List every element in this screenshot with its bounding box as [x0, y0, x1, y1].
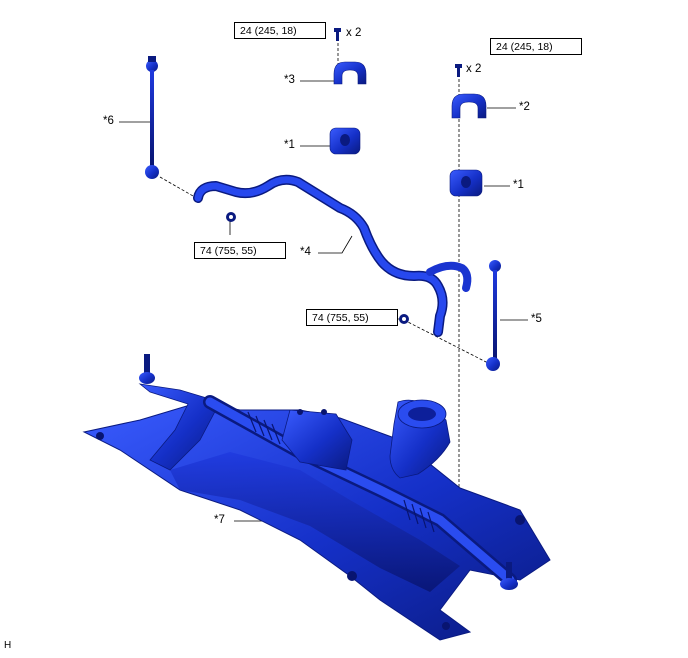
callout-label: *3	[284, 74, 295, 86]
torque-spec-label: 74 (755, 55)	[306, 309, 398, 326]
bolt-icon	[455, 64, 462, 77]
callout-label: *1	[513, 179, 524, 191]
stabilizer-link-left-icon	[145, 56, 159, 179]
bolt-quantity-label: x 2	[466, 63, 482, 75]
bolt-quantity-label: x 2	[346, 27, 362, 39]
torque-spec-label: 24 (245, 18)	[490, 38, 582, 55]
stabilizer-bracket-icon	[333, 61, 367, 85]
bolt-icon	[334, 28, 341, 41]
nut-icon	[399, 314, 409, 324]
callout-label: *2	[519, 101, 530, 113]
stabilizer-link-right-icon	[486, 260, 501, 371]
stabilizer-bar-icon	[193, 174, 472, 337]
torque-spec-label: 24 (245, 18)	[234, 22, 326, 39]
callout-label: *7	[214, 514, 225, 526]
callout-label: *4	[300, 246, 311, 258]
torque-spec-label: 74 (755, 55)	[194, 242, 286, 259]
stabilizer-bushing-icon	[449, 169, 483, 197]
crossmember-assembly-icon	[82, 354, 551, 641]
stabilizer-bushing-icon	[329, 127, 361, 155]
stabilizer-bracket-icon	[451, 93, 487, 119]
illustration-code-label: H	[4, 640, 12, 651]
callout-label: *6	[103, 115, 114, 127]
callout-label: *1	[284, 139, 295, 151]
nut-icon	[226, 212, 236, 222]
callout-label: *5	[531, 313, 542, 325]
